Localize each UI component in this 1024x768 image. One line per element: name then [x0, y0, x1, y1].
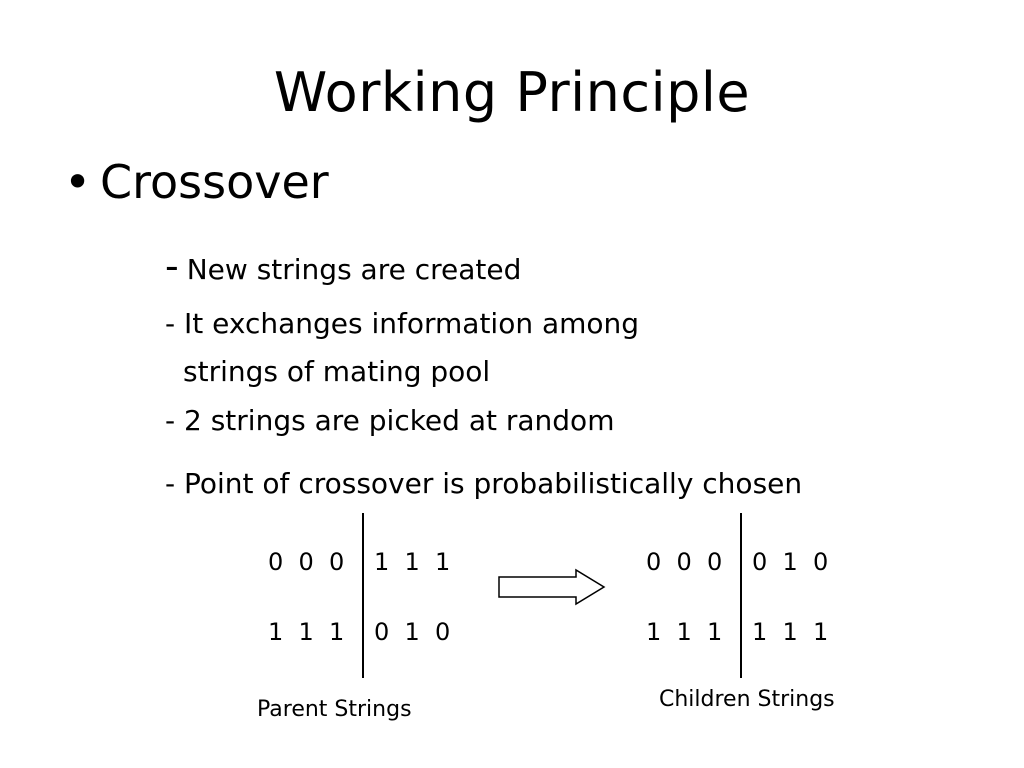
- children-strings-caption: Children Strings: [659, 687, 835, 712]
- point-mating-pool: strings of mating pool: [183, 355, 491, 388]
- child-crossover-line: [740, 513, 742, 678]
- parent-1-left: 0 0 0: [268, 548, 345, 576]
- point-exchanges: - It exchanges information among: [165, 307, 640, 340]
- parent-strings-caption: Parent Strings: [257, 697, 412, 722]
- child-2-right: 1 1 1: [752, 618, 829, 646]
- parent-1-right: 1 1 1: [374, 548, 451, 576]
- slide-title: Working Principle: [273, 61, 751, 124]
- child-1-left: 0 0 0: [646, 548, 723, 576]
- bullet-dot: •: [64, 155, 92, 209]
- point-dash: -: [165, 244, 179, 288]
- child-1-right: 0 1 0: [752, 548, 829, 576]
- parent-2-left: 1 1 1: [268, 618, 345, 646]
- bullet-text: Crossover: [100, 155, 329, 209]
- point-text: New strings are created: [186, 253, 522, 286]
- child-2-left: 1 1 1: [646, 618, 723, 646]
- point-crossover-chosen: - Point of crossover is probabilisticall…: [165, 467, 803, 500]
- parent-crossover-line: [362, 513, 364, 678]
- arrow-right-icon: [498, 568, 606, 606]
- point-picked-random: - 2 strings are picked at random: [165, 404, 615, 437]
- bullet-crossover: •Crossover: [64, 152, 329, 212]
- point-new-strings: -New strings are created: [165, 247, 522, 288]
- parent-2-right: 0 1 0: [374, 618, 451, 646]
